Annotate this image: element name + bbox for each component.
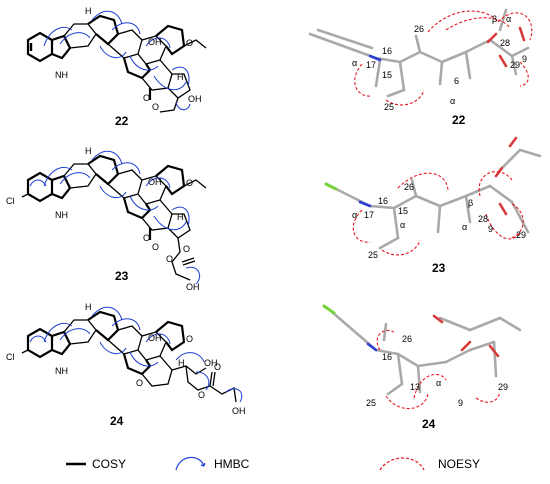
structure-24 (21, 310, 237, 403)
noesy-arrows-22 (354, 10, 533, 106)
model-label: 26 (404, 182, 414, 192)
atom-label: O (214, 362, 221, 372)
hmbc-arrows-24 (29, 306, 243, 403)
model-label: 6 (454, 76, 459, 86)
model-label: 16 (378, 196, 388, 206)
atom-label: O (143, 233, 150, 243)
atom-label: NH (55, 70, 68, 80)
atom-label: O (143, 93, 150, 103)
model-label: 25 (368, 250, 378, 260)
compound-label: 23 (432, 261, 446, 275)
model-label: 26 (402, 334, 412, 344)
atom-label: OH (188, 94, 202, 104)
model-label: 9 (522, 54, 527, 64)
atom-label: OH (148, 333, 162, 343)
model-label: 9 (458, 398, 463, 408)
noesy-arrows-23 (352, 171, 524, 256)
model-label: 25 (384, 102, 394, 112)
hmbc-arrows-22 (43, 10, 191, 111)
hmbc-legend-label: HMBC (214, 457, 250, 471)
noesy-legend-label: NOESY (438, 457, 480, 471)
model-label: 13 (410, 382, 420, 392)
model-label: α (352, 210, 357, 220)
atom-label: H (85, 6, 92, 16)
model-label: β (492, 14, 497, 24)
model-label: 29 (510, 60, 520, 70)
atom-label: O (186, 178, 193, 188)
model-label: 15 (382, 70, 392, 80)
atom-label: OH (204, 358, 218, 368)
compound-label: 22 (115, 114, 129, 128)
atom-label: H (177, 212, 184, 222)
model-label: 16 (382, 46, 392, 56)
atom-label: O (186, 334, 193, 344)
model-label: β (468, 198, 473, 208)
atom-label: O (183, 244, 190, 254)
model-label: 26 (414, 24, 424, 34)
atom-label: H (85, 302, 92, 312)
model-label: 9 (488, 224, 493, 234)
model-label: 25 (366, 398, 376, 408)
atom-label: NH (55, 366, 68, 376)
labels-23: H OH O Cl NH H O O O O OH 23 (6, 146, 200, 292)
atom-label: H (177, 72, 184, 82)
model-label: 29 (498, 382, 508, 392)
model-label: 17 (366, 60, 376, 70)
model-24 (322, 304, 522, 396)
model-label: α (352, 58, 357, 68)
model-label: 28 (500, 38, 510, 48)
atom-label: O (186, 38, 193, 48)
model-labels-23: 26 16 α 17 15 α β 28 α 9 29 25 23 (352, 182, 526, 275)
atom-label: OH (232, 406, 246, 416)
atom-label: OH (148, 177, 162, 187)
atom-label: OH (148, 37, 162, 47)
model-label: 29 (516, 230, 526, 240)
atom-label: O (152, 242, 159, 252)
atom-label: O (152, 102, 159, 112)
hmbc-arrows-23 (29, 150, 201, 285)
atom-label: NH (55, 210, 68, 220)
compound-label: 24 (422, 417, 436, 431)
model-label: α (462, 222, 467, 232)
atom-label: Cl (6, 352, 15, 362)
model-label: α (400, 220, 405, 230)
atom-label: OH (186, 282, 200, 292)
labels-22: H OH O NH H O O OH 22 (55, 6, 202, 128)
hmbc-legend-mark (175, 456, 205, 471)
compound-label: 22 (452, 113, 466, 127)
model-labels-24: 26 16 13 α 29 25 9 24 (366, 334, 508, 431)
model-22 (308, 8, 530, 98)
model-label: 15 (398, 206, 408, 216)
labels-24: H OH O Cl NH O H OH O O OH 24 (6, 302, 246, 428)
model-label: α (506, 14, 511, 24)
legend: COSY HMBC NOESY (66, 456, 480, 471)
model-label: 17 (364, 210, 374, 220)
atom-label: O (198, 390, 205, 400)
compound-label: 23 (115, 269, 129, 283)
atom-label: O (136, 378, 143, 388)
model-label: 28 (478, 214, 488, 224)
structure-23 (21, 154, 207, 281)
atom-label: O (166, 254, 173, 264)
model-label: α (450, 96, 455, 106)
atom-label: H (178, 358, 185, 368)
noesy-arrows-24 (376, 330, 501, 410)
cosy-legend-label: COSY (92, 457, 126, 471)
atom-label: Cl (6, 196, 15, 206)
noesy-legend-mark (379, 457, 425, 471)
compound-label: 24 (110, 414, 124, 428)
model-label: α (436, 378, 441, 388)
model-label: 16 (382, 352, 392, 362)
model-23 (324, 136, 542, 250)
atom-label: H (85, 146, 92, 156)
model-labels-22: α 17 16 26 β α 28 29 9 15 6 25 α 22 (352, 14, 527, 127)
